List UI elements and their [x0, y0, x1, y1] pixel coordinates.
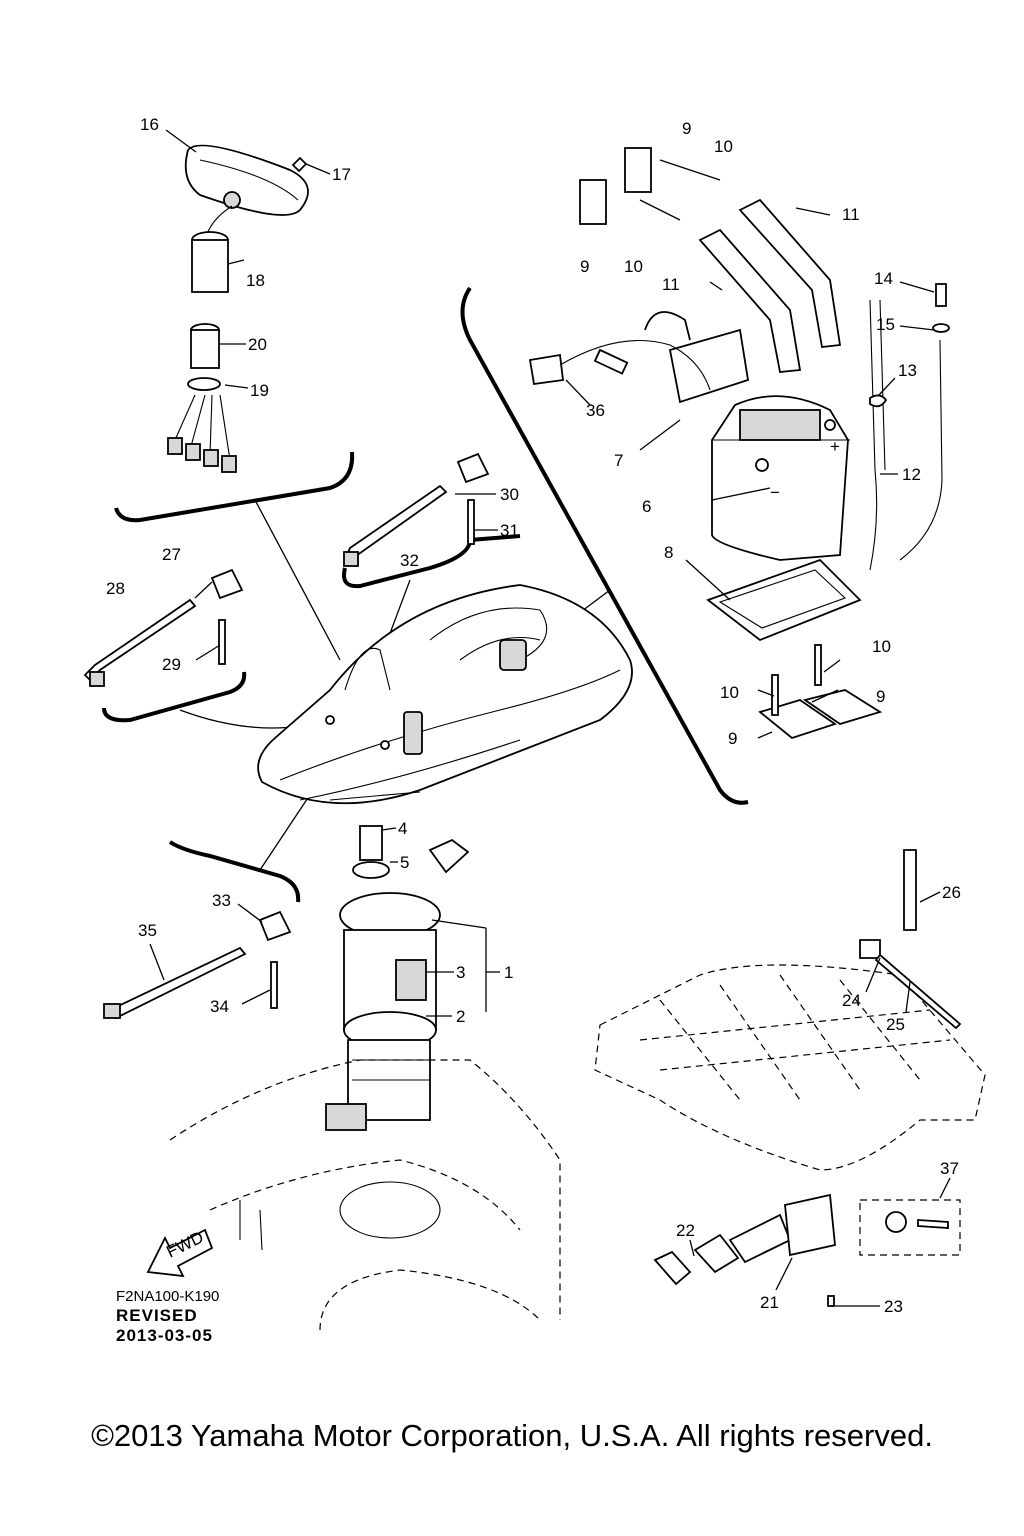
- callout-33: 33: [212, 891, 231, 910]
- callout-15: 15: [876, 315, 895, 334]
- callout-labels: 1 2 3 4 5 6 7 8 9 9 9 9 10 10 10 10 11 1…: [106, 115, 961, 1316]
- callout-18: 18: [246, 271, 265, 290]
- revision-date: 2013-03-05: [116, 1326, 213, 1345]
- callout-30: 30: [500, 485, 519, 504]
- filler-cap-group: [167, 144, 309, 473]
- callout-24: 24: [842, 991, 861, 1010]
- tank-outline: [169, 1059, 561, 1331]
- callout-8: 8: [664, 543, 673, 562]
- callout-19: 19: [250, 381, 269, 400]
- callout-36: 36: [586, 401, 605, 420]
- callout-10-top: 10: [714, 137, 733, 156]
- callout-23: 23: [884, 1297, 903, 1316]
- callout-35: 35: [138, 921, 157, 940]
- callout-6: 6: [642, 497, 651, 516]
- clamp-ties-group: [83, 452, 490, 1020]
- callout-3: 3: [456, 963, 465, 982]
- section-brackets: [102, 286, 749, 903]
- callout-17: 17: [332, 165, 351, 184]
- sensor-group: [653, 849, 962, 1307]
- callout-9-top: 9: [682, 119, 691, 138]
- leader-lines: [149, 129, 951, 1307]
- callout-29: 29: [162, 655, 181, 674]
- callout-37: 37: [940, 1159, 959, 1178]
- callout-5: 5: [400, 853, 409, 872]
- callout-26: 26: [942, 883, 961, 902]
- callout-27: 27: [162, 545, 181, 564]
- callout-34: 34: [210, 997, 229, 1016]
- reference-code: F2NA100-K190: [116, 1288, 220, 1305]
- callout-14: 14: [874, 269, 893, 288]
- battery-group: [528, 147, 950, 740]
- callout-20: 20: [248, 335, 267, 354]
- callout-31: 31: [500, 521, 519, 540]
- callout-21: 21: [760, 1293, 779, 1312]
- callout-10-mid: 10: [624, 257, 643, 276]
- callout-10-left: 10: [720, 683, 739, 702]
- callout-28: 28: [106, 579, 125, 598]
- callout-11-left: 11: [662, 275, 680, 294]
- callout-1: 1: [504, 963, 513, 982]
- callout-25: 25: [886, 1015, 905, 1034]
- callout-32: 32: [400, 551, 419, 570]
- revised-label: REVISED: [116, 1306, 198, 1325]
- callout-9-bottom: 9: [728, 729, 737, 748]
- battery-plus-mark: +: [830, 437, 840, 456]
- callout-11-right: 11: [842, 205, 860, 224]
- copyright-notice: ©2013 Yamaha Motor Corporation, U.S.A. A…: [91, 1418, 933, 1453]
- callout-7: 7: [614, 451, 623, 470]
- callout-2: 2: [456, 1007, 465, 1026]
- callout-10-right: 10: [872, 637, 891, 656]
- callout-9-right: 9: [876, 687, 885, 706]
- callout-22: 22: [676, 1221, 695, 1240]
- battery-minus-mark: −: [770, 483, 780, 502]
- callout-4: 4: [398, 819, 407, 838]
- frame-outline: [594, 964, 986, 1171]
- watercraft: [257, 584, 633, 805]
- callout-12: 12: [902, 465, 921, 484]
- callout-9-left: 9: [580, 257, 589, 276]
- fwd-arrow: FWD: [146, 1228, 214, 1278]
- callout-13: 13: [898, 361, 917, 380]
- callout-16: 16: [140, 115, 159, 134]
- fuel-pump-group: [325, 825, 470, 1131]
